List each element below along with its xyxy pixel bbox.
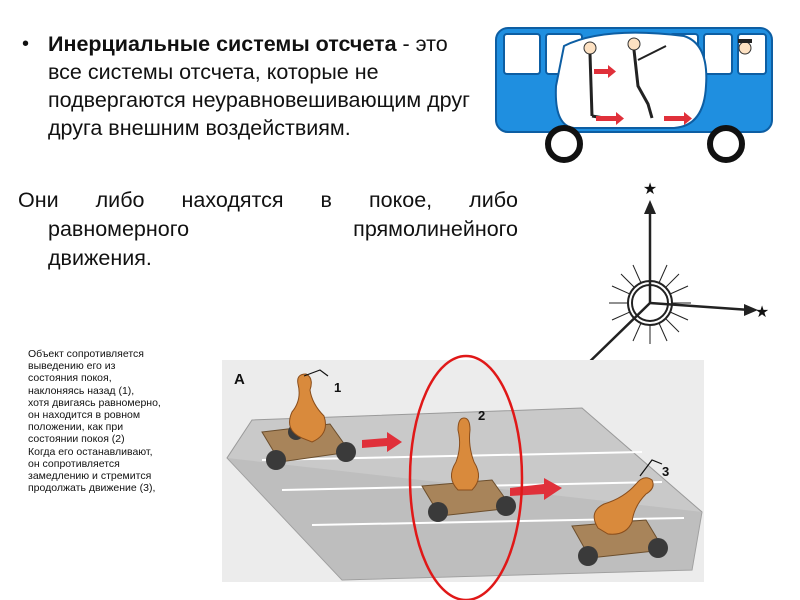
marker-2: 2	[478, 408, 485, 423]
paragraph-word: в	[320, 188, 332, 212]
sun-axes-diagram: ★ ★ ★	[562, 181, 769, 394]
bowling-pin-cart: 3	[571, 459, 669, 566]
paragraph-word: находятся	[181, 188, 284, 212]
paragraph-word: либо	[95, 188, 145, 212]
bullet-dot-icon: •	[22, 33, 30, 55]
paragraph-word: Они	[18, 188, 59, 212]
main-paragraph: Они либо находятся в покое, либо равноме…	[18, 186, 518, 273]
paragraph-line-3: движения.	[48, 246, 152, 270]
paragraph-line-1: Они либо находятся в покое, либо	[18, 186, 518, 215]
bullet-term: Инерциальные системы отсчета	[48, 32, 397, 56]
paragraph-word: прямолинейного	[353, 217, 518, 241]
paragraph-word: равномерного	[48, 217, 190, 241]
bullet-text: Инерциальные системы отсчета - это все с…	[48, 30, 480, 142]
pin-carts-illustration: А 1 2 3	[222, 354, 704, 600]
marker-1: 1	[334, 380, 341, 395]
bus-illustration	[495, 27, 773, 163]
paragraph-word: покое,	[369, 188, 433, 212]
bowling-pin-cart: 2	[421, 408, 516, 522]
caption-text: Объект сопротивляется выведению его из с…	[28, 348, 161, 495]
paragraph-line-2: равномерного прямолинейного	[18, 215, 518, 244]
marker-3: 3	[662, 464, 669, 479]
paragraph-word: либо	[469, 188, 518, 212]
star-icon: ★	[643, 181, 657, 198]
panel-letter: А	[234, 371, 245, 388]
star-icon: ★	[755, 304, 769, 321]
bullet-definition: - это все системы отсчета, которые не по…	[48, 32, 470, 140]
highlight-ellipse	[408, 354, 524, 600]
bowling-pin-cart: 1	[261, 369, 356, 470]
